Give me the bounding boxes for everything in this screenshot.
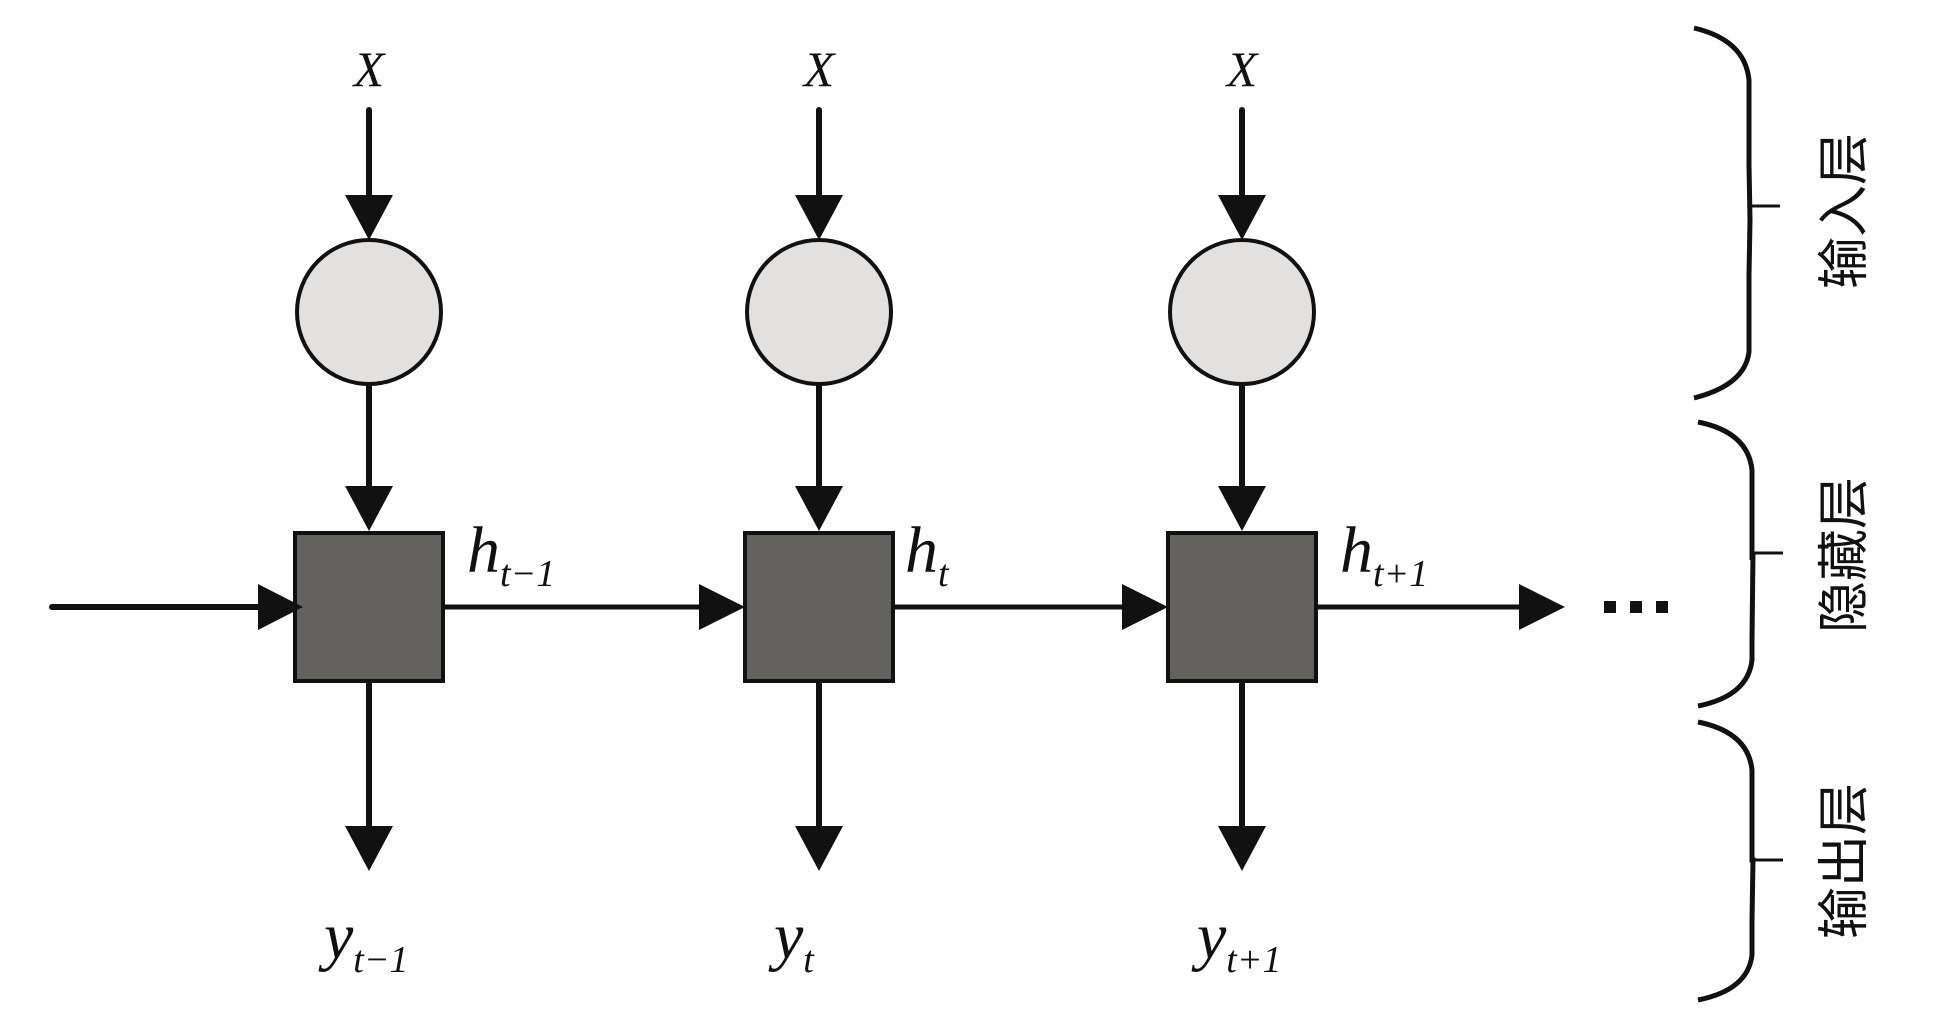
output-label: yt+1 — [1191, 900, 1282, 981]
timestep-2: Xht+1 yt+1 — [1166, 41, 1565, 981]
input-arrow — [345, 107, 393, 240]
hidden-state-label: ht+1 — [1340, 514, 1428, 595]
input-label: X — [1225, 41, 1260, 97]
hidden-node — [293, 531, 445, 683]
output-arrow — [345, 683, 393, 871]
layer-label-hidden: 隐藏层 — [1815, 477, 1875, 633]
input-node — [745, 238, 893, 386]
layer-braces — [1693, 25, 1783, 1003]
hidden-to-next-arrow — [893, 584, 1168, 630]
hidden-node — [743, 531, 895, 683]
input-node — [295, 238, 443, 386]
timestep-0: Xht−1 yt−1 — [293, 41, 745, 981]
hidden-state-label: ht−1 — [467, 514, 555, 595]
input-to-hidden-arrow — [795, 385, 843, 531]
input-to-hidden-arrow — [345, 385, 393, 531]
output-arrow — [1218, 683, 1266, 871]
input-label: X — [352, 41, 387, 97]
layer-label-input: 输入层 — [1815, 133, 1875, 289]
layer-label-output: 输出层 — [1815, 783, 1875, 939]
input-arrow — [1218, 107, 1266, 240]
input-to-hidden-arrow — [1218, 385, 1266, 531]
input-label: X — [802, 41, 837, 97]
input-node — [1168, 238, 1316, 386]
hidden-to-next-arrow — [1316, 584, 1565, 630]
timestep-1: Xht yt — [743, 41, 1168, 981]
brace-hidden-layer — [1697, 419, 1756, 709]
hidden-to-next-arrow — [443, 584, 745, 630]
output-arrow — [795, 683, 843, 871]
brace-output-layer — [1697, 719, 1756, 1003]
continuation-ellipsis — [1604, 601, 1668, 613]
brace-input-layer — [1693, 25, 1753, 401]
output-label: yt−1 — [318, 900, 409, 981]
initial-hidden-arrow — [49, 584, 303, 630]
input-arrow — [795, 107, 843, 240]
hidden-state-label: ht — [905, 514, 950, 595]
hidden-node — [1166, 531, 1318, 683]
output-label: yt — [768, 900, 815, 981]
